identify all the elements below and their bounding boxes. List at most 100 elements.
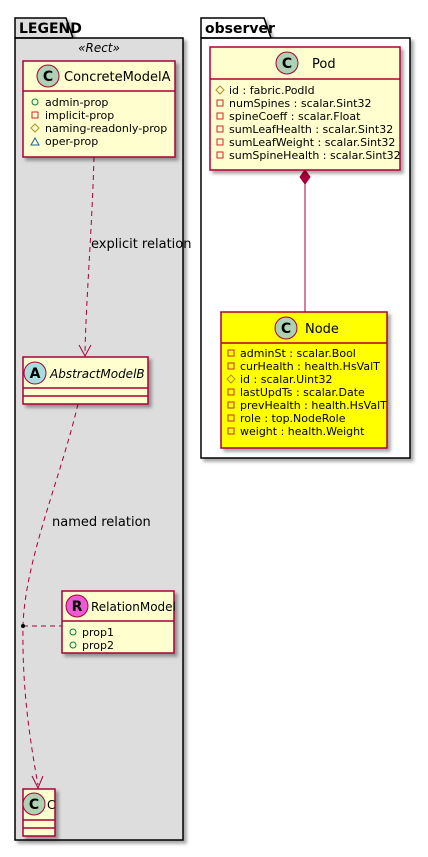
member-row: weight : health.Weight	[227, 425, 365, 438]
class-glyph-circle	[274, 316, 298, 340]
class-pod[interactable]: C Pod id : fabric.PodId numSpines : scal…	[209, 46, 401, 171]
member-label: sumLeafHealth : scalar.Sint32	[229, 123, 393, 136]
visibility-private-icon	[227, 362, 235, 370]
package-legend[interactable]: LEGEND «Rect»	[14, 17, 184, 841]
member-label: role : top.NodeRole	[240, 412, 346, 425]
visibility-protected-icon	[215, 85, 225, 95]
class-node-box	[220, 311, 388, 449]
member-row: adminSt : scalar.Bool	[227, 347, 356, 360]
member-row: prevHealth : health.HsValT	[227, 399, 387, 412]
member-label: adminSt : scalar.Bool	[240, 347, 356, 360]
relation-explicit-arrowhead	[78, 344, 92, 358]
visibility-protected-icon	[30, 123, 40, 133]
member-row: admin-prop	[31, 96, 108, 109]
member-row: lastUpdTs : scalar.Date	[227, 386, 365, 399]
relation-named-arrowhead	[31, 775, 44, 790]
visibility-public-icon	[31, 98, 39, 106]
member-row: implicit-prop	[31, 109, 114, 122]
class-node[interactable]: C Node adminSt : scalar.Bool curHealth :…	[220, 311, 388, 449]
visibility-private-icon	[227, 414, 235, 422]
visibility-private-icon	[216, 151, 224, 159]
member-label: naming-readonly-prop	[45, 122, 167, 135]
member-label: spineCoeff : scalar.Float	[229, 110, 361, 123]
package-legend-stereotype: «Rect»	[78, 41, 120, 55]
class-concrete-model-a-name: ConcreteModelA	[64, 70, 171, 85]
member-row: id : fabric.PodId	[215, 84, 315, 97]
visibility-private-icon	[227, 401, 235, 409]
visibility-private-icon	[31, 111, 39, 119]
member-row: sumLeafHealth : scalar.Sint32	[216, 123, 393, 136]
member-row: curHealth : health.HsValT	[227, 360, 380, 373]
member-row: sumLeafWeight : scalar.Sint32	[216, 136, 395, 149]
class-abstract-model-b-name: AbstractModelB	[49, 367, 145, 381]
member-label: numSpines : scalar.Sint32	[229, 97, 372, 110]
visibility-private-icon	[216, 125, 224, 133]
class-glyph-letter: C	[282, 56, 292, 72]
visibility-private-icon	[216, 138, 224, 146]
visibility-private-icon	[227, 388, 235, 396]
member-label: oper-prop	[45, 135, 98, 148]
class-c-name: C	[47, 798, 55, 812]
visibility-public-icon	[69, 641, 77, 649]
member-row: numSpines : scalar.Sint32	[216, 97, 372, 110]
member-label: admin-prop	[45, 96, 108, 109]
member-label: weight : health.Weight	[240, 425, 365, 438]
member-label: prop2	[82, 639, 114, 652]
visibility-private-icon	[227, 427, 235, 435]
visibility-protected-icon	[226, 374, 236, 384]
package-legend-tab	[14, 17, 74, 39]
class-c[interactable]: C C	[22, 788, 56, 837]
member-label: implicit-prop	[45, 109, 114, 122]
visibility-private-icon	[216, 112, 224, 120]
member-label: id : scalar.Uint32	[240, 373, 332, 386]
relation-explicit[interactable]: explicit relation	[78, 156, 191, 358]
relation-composition[interactable]	[299, 169, 311, 312]
visibility-private-icon	[227, 349, 235, 357]
member-row: naming-readonly-prop	[30, 122, 167, 135]
class-node-name: Node	[305, 322, 339, 337]
member-list: id : fabric.PodId numSpines : scalar.Sin…	[215, 84, 401, 162]
member-label: curHealth : health.HsValT	[240, 360, 380, 373]
member-list: admin-prop implicit-prop naming-readonly…	[30, 96, 167, 148]
member-row: id : scalar.Uint32	[226, 373, 332, 386]
relation-named[interactable]: named relation	[21, 403, 151, 790]
class-relation-model[interactable]: R RelationModel prop1 prop2	[61, 590, 176, 654]
member-row: role : top.NodeRole	[227, 412, 346, 425]
class-glyph-circle	[22, 792, 46, 816]
member-label: lastUpdTs : scalar.Date	[240, 386, 365, 399]
member-list: adminSt : scalar.Bool curHealth : health…	[226, 347, 387, 438]
relation-named-line	[22, 403, 79, 786]
member-label: sumLeafWeight : scalar.Sint32	[229, 136, 395, 149]
member-label: sumSpineHealth : scalar.Sint32	[229, 149, 401, 162]
abstract-glyph-circle	[23, 361, 47, 385]
class-pod-box	[209, 46, 401, 171]
package-legend-title: LEGEND	[19, 21, 82, 37]
member-label: prevHealth : health.HsValT	[240, 399, 387, 412]
class-concrete-model-a[interactable]: C ConcreteModelA admin-prop implicit-pro…	[22, 60, 176, 158]
member-row: oper-prop	[30, 135, 98, 148]
relation-explicit-label: explicit relation	[91, 237, 191, 252]
class-glyph-circle	[36, 64, 60, 88]
member-list: prop1 prop2	[69, 626, 114, 652]
relation-composition-diamond	[299, 169, 311, 185]
package-legend-frame	[14, 37, 184, 841]
member-label: id : fabric.PodId	[229, 84, 315, 97]
class-abstract-model-b[interactable]: A AbstractModelB	[22, 356, 149, 405]
class-glyph-letter: C	[43, 69, 53, 85]
member-row: spineCoeff : scalar.Float	[216, 110, 361, 123]
class-pod-name: Pod	[312, 57, 336, 72]
package-observer-tab	[200, 17, 272, 39]
abstract-glyph-letter: A	[30, 366, 41, 382]
package-observer-title: observer	[205, 21, 275, 37]
relation-named-label: named relation	[52, 515, 151, 530]
relation-glyph-letter: R	[72, 599, 83, 615]
visibility-package-icon	[30, 136, 40, 146]
relation-glyph-circle	[65, 594, 89, 618]
class-glyph-letter: C	[29, 797, 39, 813]
relation-association-point	[21, 624, 25, 628]
member-row: prop1	[69, 626, 114, 639]
visibility-public-icon	[69, 628, 77, 636]
member-row: prop2	[69, 639, 114, 652]
class-relation-model-name: RelationModel	[91, 600, 176, 614]
